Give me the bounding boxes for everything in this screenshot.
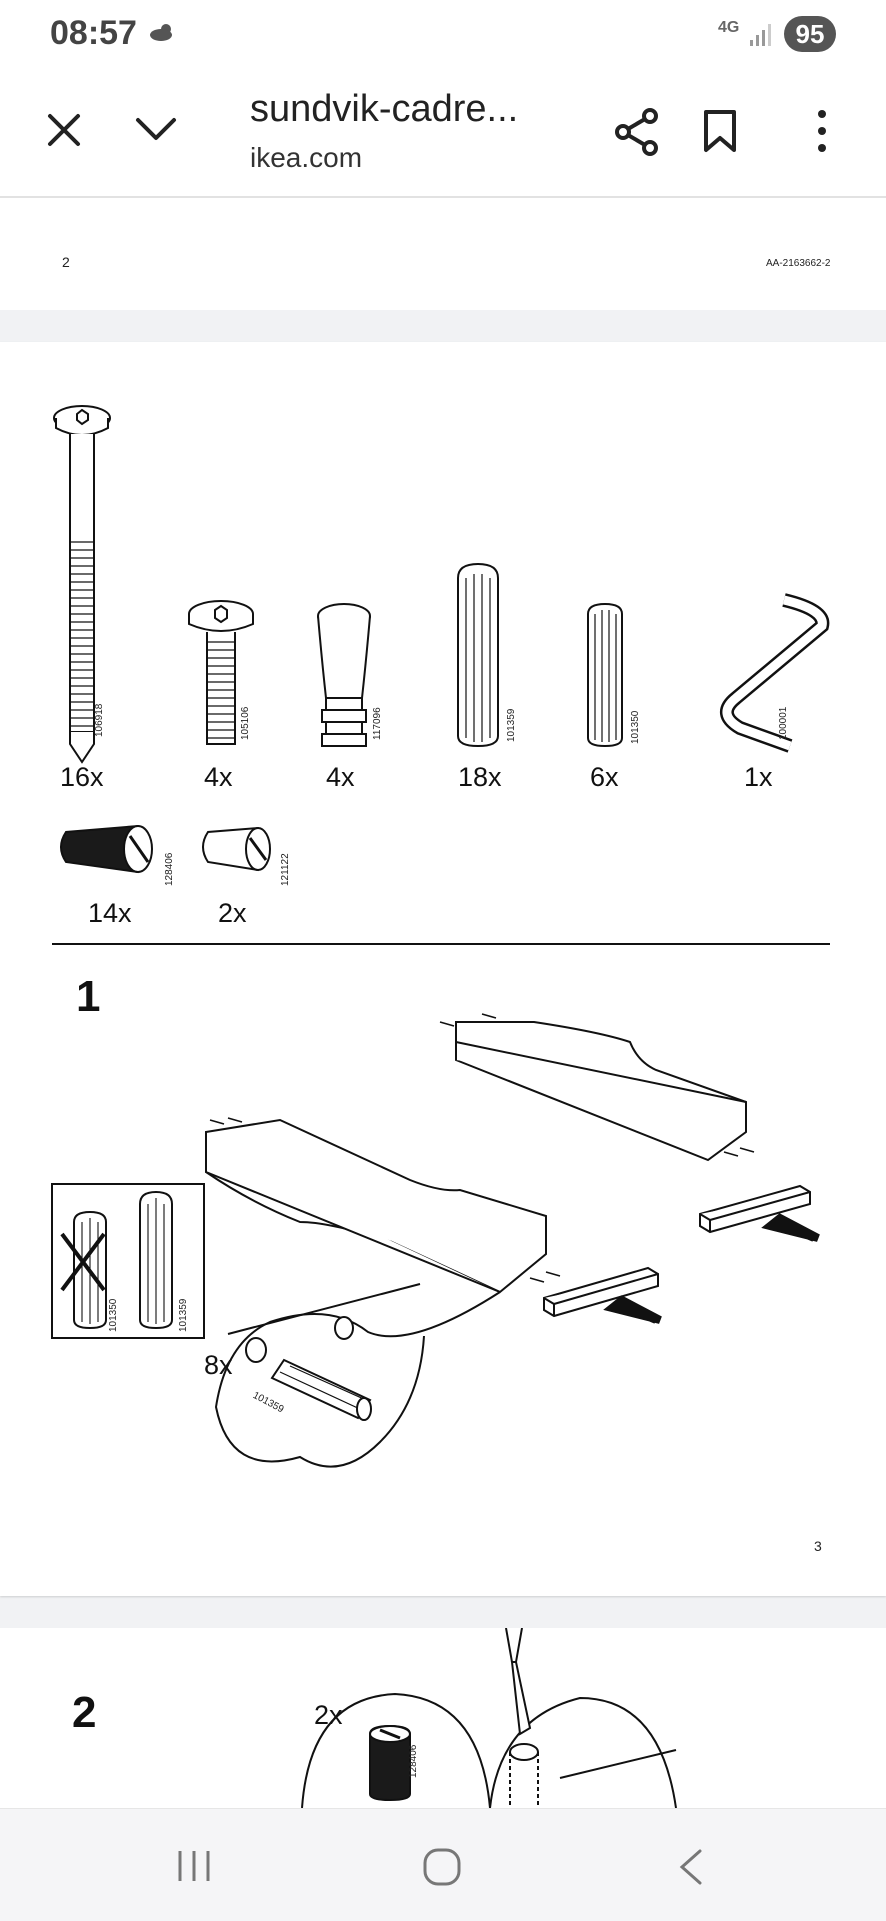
part-quantity: 6x (590, 762, 619, 792)
long-bolt-part (53, 405, 111, 764)
part-quantity: 2x (218, 898, 247, 928)
part-code: 128406 (164, 852, 175, 886)
arrow-icon (603, 1295, 662, 1324)
back-icon[interactable] (676, 1847, 706, 1887)
assembly-illustration (51, 405, 830, 1468)
part-quantity: 4x (204, 762, 233, 792)
home-icon[interactable] (422, 1847, 462, 1887)
side-panel-rear (455, 1021, 747, 1162)
part-code: 105106 (240, 706, 251, 740)
manual-page-3: 16x 4x 4x 18x 6x 1x 14x 2x 106918 105106… (0, 342, 886, 1596)
part-code: 100001 (778, 706, 789, 740)
close-icon[interactable] (44, 110, 84, 150)
part-code: 101359 (506, 708, 517, 742)
step-2-illustration (301, 1628, 677, 1808)
side-panel-front (205, 1118, 547, 1294)
page-title: sundvik-cadre... (250, 88, 519, 130)
status-bar: 08:57 4G 95 (0, 0, 886, 70)
arrow-icon (761, 1213, 820, 1242)
share-icon[interactable] (614, 108, 660, 156)
status-time: 08:57 (50, 14, 137, 52)
detail-quantity: 2x (314, 1700, 343, 1730)
part-code: 121122 (280, 853, 291, 886)
page-number: 2 (62, 254, 70, 270)
bookmark-icon[interactable] (702, 108, 738, 154)
system-navigation-bar (0, 1808, 886, 1921)
part-code: 101350 (630, 710, 641, 744)
dowel-code-short: 101350 (108, 1298, 119, 1332)
part-quantity: 14x (88, 898, 132, 928)
battery-indicator: 95 (784, 16, 836, 52)
page-domain: ikea.com (250, 142, 363, 173)
part-quantity: 18x (458, 762, 502, 792)
cross-icon (60, 1232, 106, 1292)
barrel-nut-black-part (60, 824, 153, 874)
part-quantity: 1x (744, 762, 773, 792)
page-number: 3 (814, 1538, 822, 1554)
barrel-nut-white-part (202, 826, 271, 872)
allen-key-part (720, 593, 830, 753)
long-dowel-part (457, 562, 499, 748)
part-quantity: 4x (326, 762, 355, 792)
recent-apps-icon[interactable] (174, 1849, 214, 1883)
detail-callout (214, 1291, 501, 1468)
browser-toolbar: sundvik-cadre... ikea.com (0, 70, 886, 198)
weather-icon (150, 24, 172, 41)
manual-page-2: 2 AA-2163662-2 (0, 198, 886, 310)
document-code: AA-2163662-2 (766, 258, 831, 269)
part-code: 106918 (94, 703, 105, 737)
part-quantity: 16x (60, 762, 104, 792)
detail-code: 128406 (408, 1744, 419, 1778)
detail-quantity: 8x (204, 1350, 233, 1380)
signal-icon (750, 24, 771, 46)
chevron-down-icon[interactable] (134, 114, 178, 144)
short-dowel-part (587, 602, 623, 748)
dowel-code-long: 101359 (178, 1298, 189, 1332)
more-options-icon[interactable] (812, 108, 832, 154)
step-number: 2 (72, 1688, 97, 1737)
connector-part (317, 603, 371, 747)
part-code: 117096 (372, 707, 383, 740)
step-number: 1 (76, 972, 101, 1021)
network-type: 4G (718, 19, 740, 36)
